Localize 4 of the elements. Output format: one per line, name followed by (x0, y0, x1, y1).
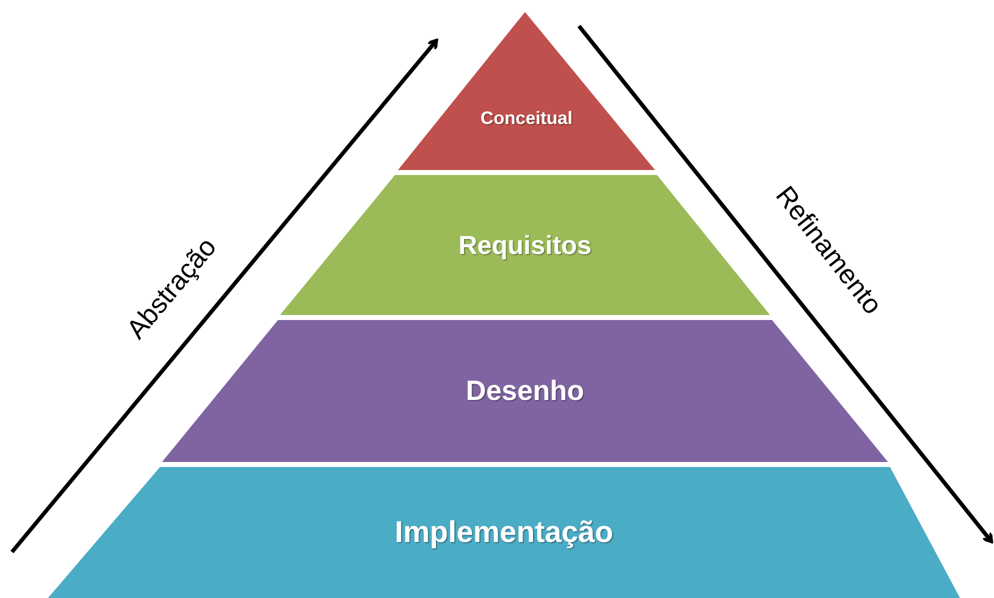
tier-label: Conceitual (480, 108, 572, 129)
tier-label: Desenho (466, 375, 584, 407)
tier-label: Requisitos (458, 230, 592, 260)
tier-label: Implementação (394, 516, 614, 550)
